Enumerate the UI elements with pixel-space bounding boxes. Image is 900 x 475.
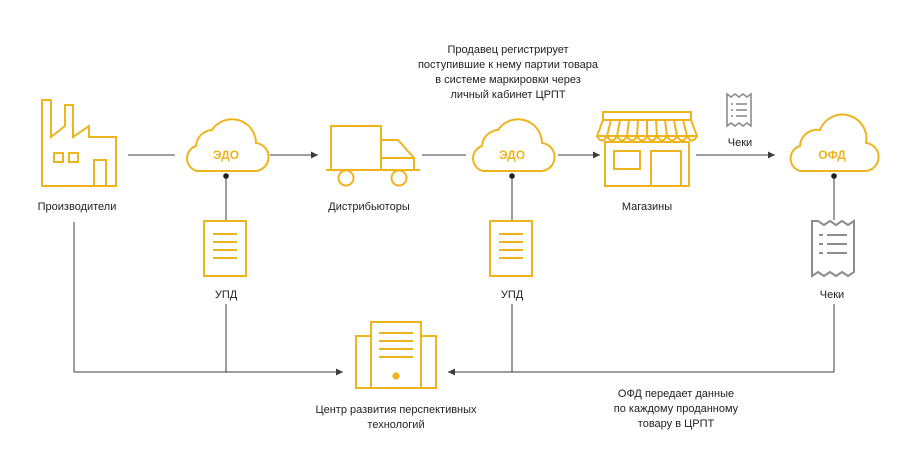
truck-icon: [326, 125, 420, 187]
seller-note-line: поступившие к нему партии товара: [417, 59, 599, 71]
document-icon-upd2: [489, 220, 533, 277]
junction-dot-edo1: [223, 173, 229, 179]
ofd-note-line: ОФД передает данные: [617, 388, 735, 400]
store-icon: [595, 111, 699, 187]
cloud-icon-edo1: [186, 118, 270, 173]
seller-note-line: Продавец регистрирует: [447, 44, 569, 56]
edo2-label: ЭДО: [499, 148, 525, 162]
receipts-ofd-label: Чеки: [819, 289, 845, 301]
crpt-label-line: технологий: [367, 419, 425, 431]
producers-label: Производители: [37, 201, 117, 213]
stores-label: Магазины: [621, 201, 673, 213]
seller-note-line: личный кабинет ЦРПТ: [450, 89, 566, 101]
receipts-arrow-label: Чеки: [727, 137, 753, 149]
seller-note-line: в системе маркировки через: [435, 74, 581, 86]
document-icon-upd1: [203, 220, 247, 277]
junction-dot-edo2: [509, 173, 515, 179]
edo1-label: ЭДО: [213, 148, 239, 162]
upd1-label: УПД: [214, 289, 238, 301]
factory-icon: [41, 99, 117, 187]
receipt-icon-ofd: [811, 219, 855, 278]
junction-dots: [223, 173, 837, 179]
junction-dot-ofd: [831, 173, 837, 179]
ofd-cloud-label: ОФД: [818, 148, 846, 162]
upd2-label: УПД: [500, 289, 524, 301]
connectors: [73, 151, 835, 376]
cloud-icon-ofd: [789, 113, 880, 173]
ofd-note-line: по каждому проданному: [613, 403, 739, 415]
crpt-label-line: Центр развития перспективных: [315, 404, 477, 416]
server-icon: [355, 321, 437, 389]
ofd-note-line: товару в ЦРПТ: [637, 418, 715, 430]
distributors-label: Дистрибьюторы: [328, 201, 410, 213]
cloud-icon-edo2: [472, 118, 556, 173]
receipt-icon-arrow: [726, 92, 752, 128]
